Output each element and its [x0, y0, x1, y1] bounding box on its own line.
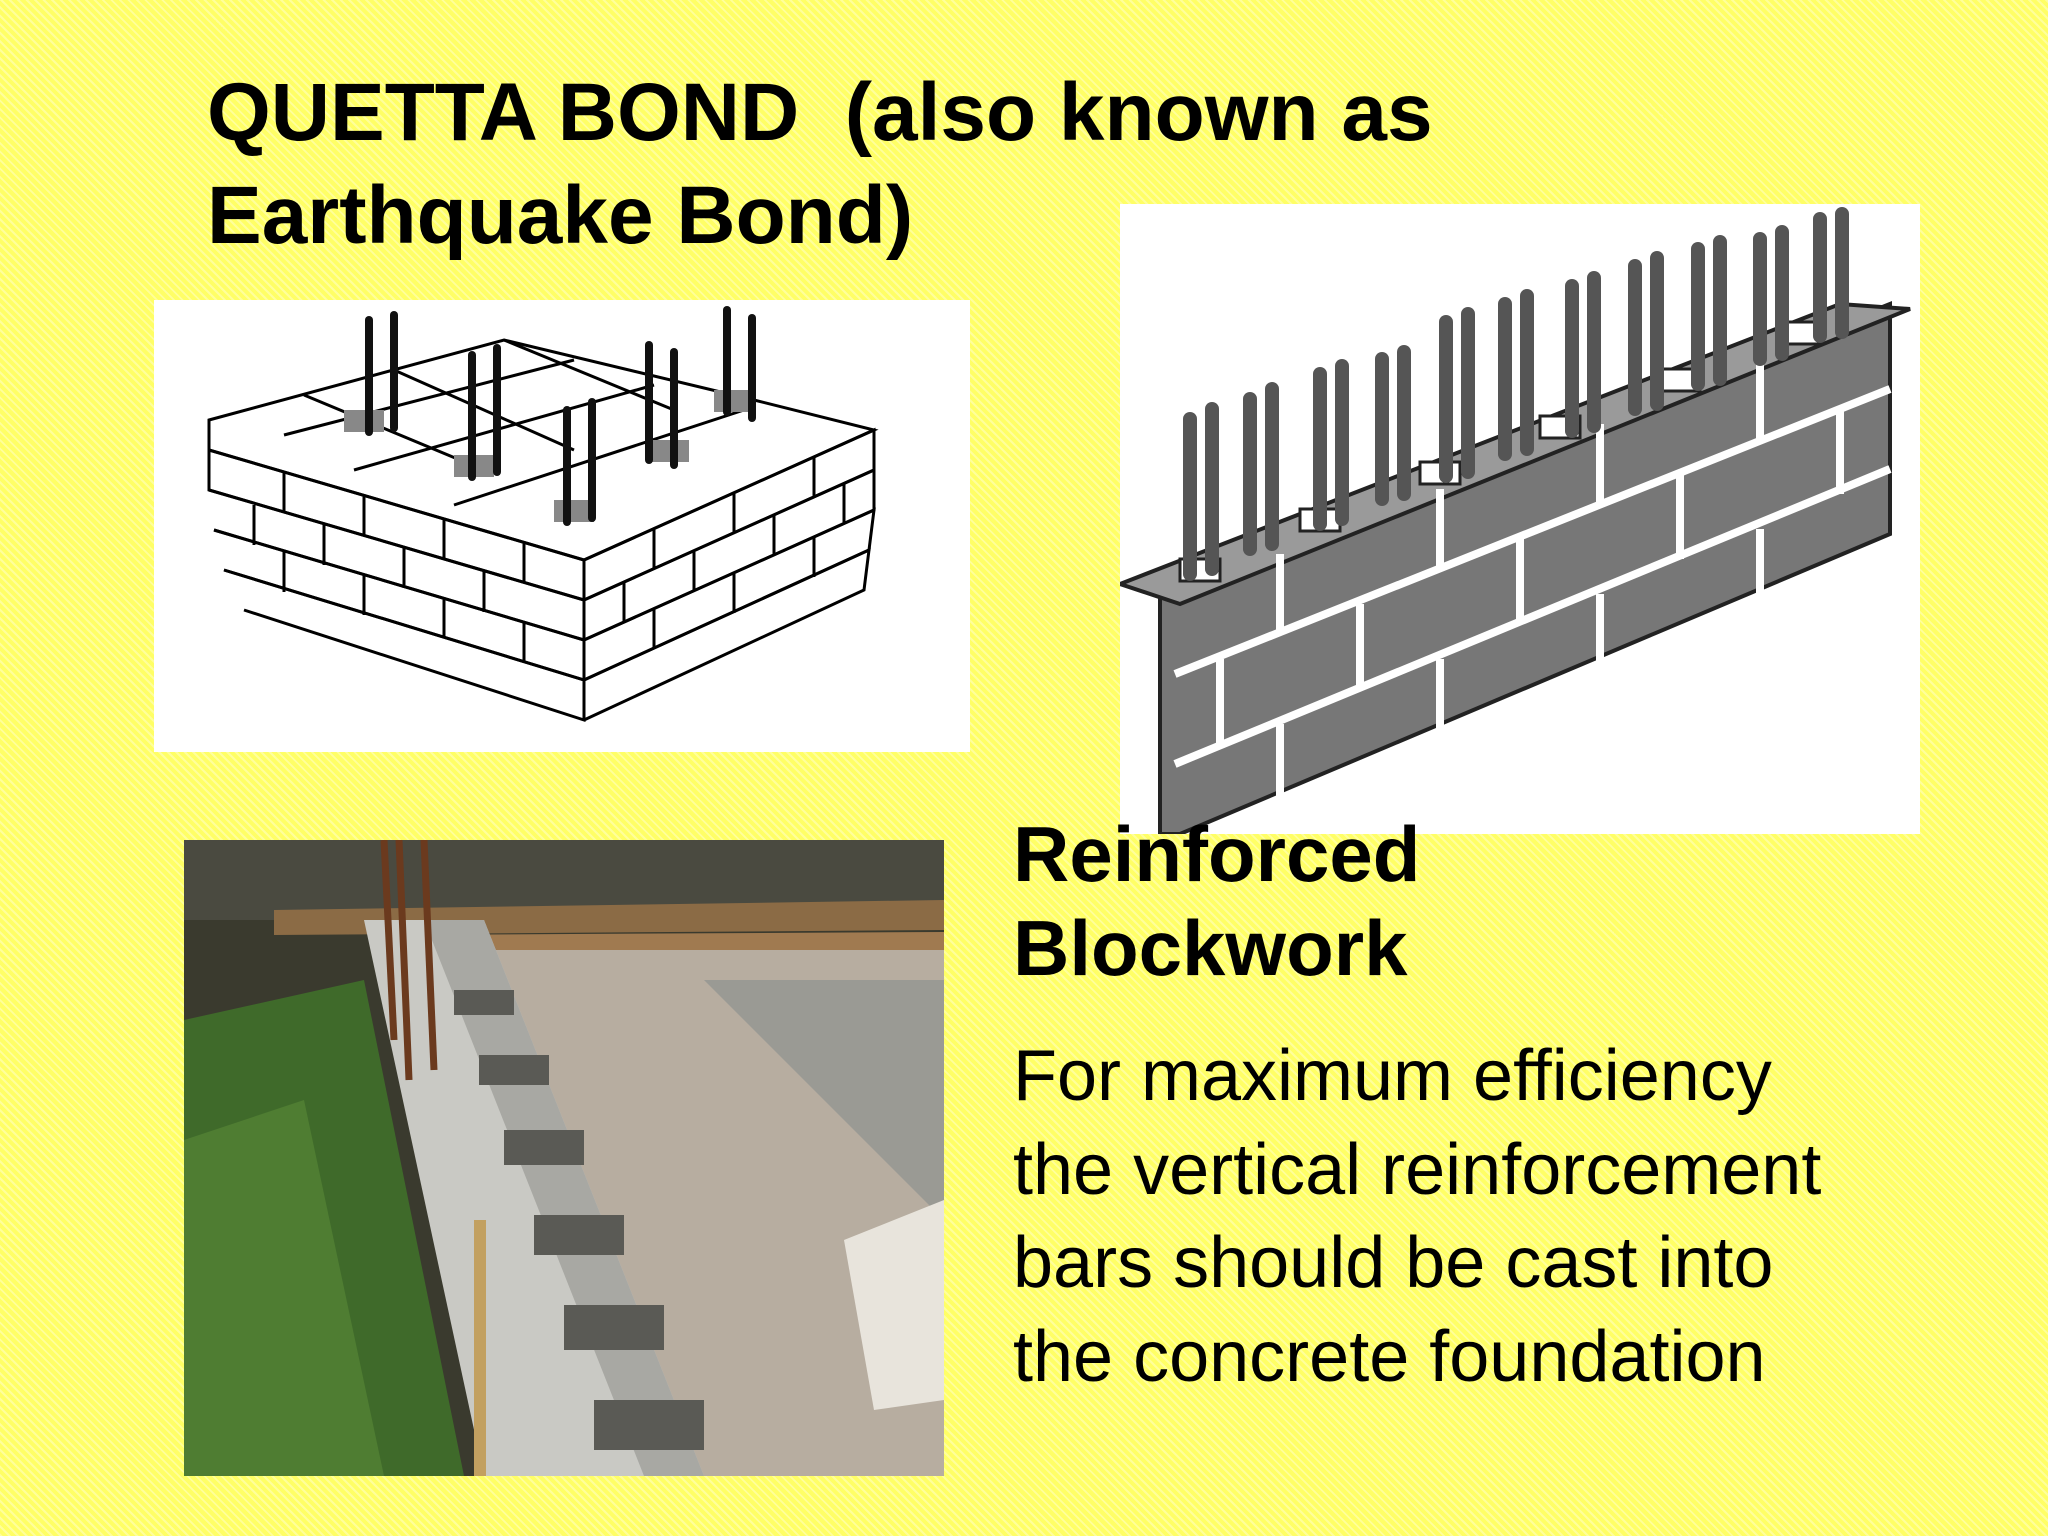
slide-title: QUETTA BOND (also known as Earthquake Bo… [207, 62, 1707, 267]
body-line-4: the concrete foundation [1013, 1316, 1766, 1397]
subheading: Reinforced Blockwork [1013, 808, 1613, 995]
title-line-1: QUETTA BOND (also known as [207, 67, 1433, 158]
title-line-2: Earthquake Bond) [207, 169, 914, 261]
quetta-bond-diagram [154, 300, 970, 752]
subheading-line-1: Reinforced [1013, 810, 1421, 898]
subheading-line-2: Blockwork [1013, 903, 1408, 992]
body-line-1: For maximum efficiency [1013, 1036, 1772, 1116]
blockwork-photo [184, 840, 944, 1476]
body-line-2: the vertical reinforcement [1013, 1129, 1822, 1210]
body-paragraph: For maximum efficiency the vertical rein… [1013, 1030, 2013, 1404]
reinforced-blockwork-diagram [1120, 204, 1920, 834]
body-line-3: bars should be cast into [1013, 1223, 1774, 1304]
